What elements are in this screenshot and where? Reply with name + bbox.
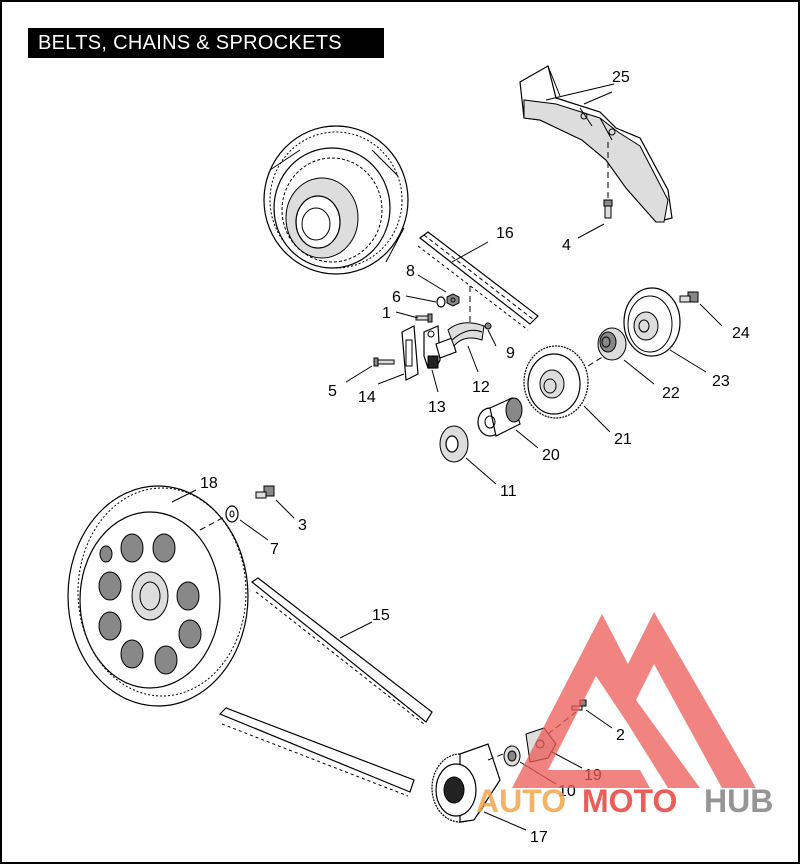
part-7-washer — [225, 505, 239, 523]
part-17-transmission-sprocket — [431, 743, 501, 823]
callout-13: 13 — [428, 399, 446, 416]
part-8-nut — [446, 293, 460, 307]
part-24-bolt — [679, 291, 699, 303]
part-10-nut — [503, 745, 521, 767]
watermark-text: AUTO MOTO HUB — [476, 783, 773, 819]
part-21-compensating-sprocket — [523, 345, 589, 419]
callout-4: 4 — [562, 237, 571, 254]
callout-8: 8 — [406, 263, 415, 280]
callout-25: 25 — [612, 69, 630, 86]
part-6-washer — [436, 296, 446, 308]
part-15-drive-belt — [218, 577, 433, 797]
callout-9: 9 — [506, 345, 515, 362]
callout-24: 24 — [732, 325, 750, 342]
callout-labels: 25 4 16 8 6 1 9 12 13 14 5 24 23 22 21 2… — [200, 69, 750, 846]
callout-11: 11 — [500, 483, 517, 500]
callout-20: 20 — [542, 447, 560, 464]
part-22-cam — [597, 327, 627, 361]
part-4-bolt — [603, 199, 613, 219]
callout-15: 15 — [372, 607, 390, 624]
callout-18: 18 — [200, 475, 218, 492]
watermark-logo — [512, 612, 756, 788]
clutch-drum — [263, 125, 409, 275]
part-23-sliding-cover — [623, 287, 681, 357]
part-11-washer — [439, 425, 469, 463]
watermark-auto: AUTO — [476, 783, 566, 819]
part-14-tensioner-plate — [401, 325, 419, 381]
callout-2: 2 — [616, 727, 625, 744]
part-9-pin — [484, 322, 492, 330]
callout-14: 14 — [358, 389, 376, 406]
callout-17: 17 — [530, 829, 548, 846]
callout-1: 1 — [382, 305, 391, 322]
callout-21: 21 — [614, 431, 632, 448]
page-title: BELTS, CHAINS & SPROCKETS — [28, 28, 384, 58]
callout-16: 16 — [496, 225, 514, 242]
part-5-bolt — [373, 357, 395, 367]
callout-7: 7 — [270, 541, 279, 558]
part-1-screw — [415, 313, 433, 323]
callout-5: 5 — [328, 383, 337, 400]
part-20-sprocket-shaft-extension — [477, 397, 523, 437]
leader-lines — [171, 83, 723, 831]
callout-6: 6 — [392, 289, 401, 306]
part-16-primary-chain — [417, 231, 539, 331]
part-12-tensioner-shoe — [447, 322, 485, 347]
part-18-rear-pulley — [67, 485, 249, 707]
watermark-hub: HUB — [704, 783, 773, 819]
callout-12: 12 — [472, 379, 490, 396]
callout-23: 23 — [712, 373, 730, 390]
part-25-chain-guard — [519, 65, 673, 223]
part-13-tensioner-shoe-bracket — [423, 325, 457, 369]
watermark-moto: MOTO — [582, 783, 677, 819]
part-3-bolt — [255, 485, 275, 499]
callout-3: 3 — [298, 517, 307, 534]
callout-22: 22 — [662, 385, 680, 402]
